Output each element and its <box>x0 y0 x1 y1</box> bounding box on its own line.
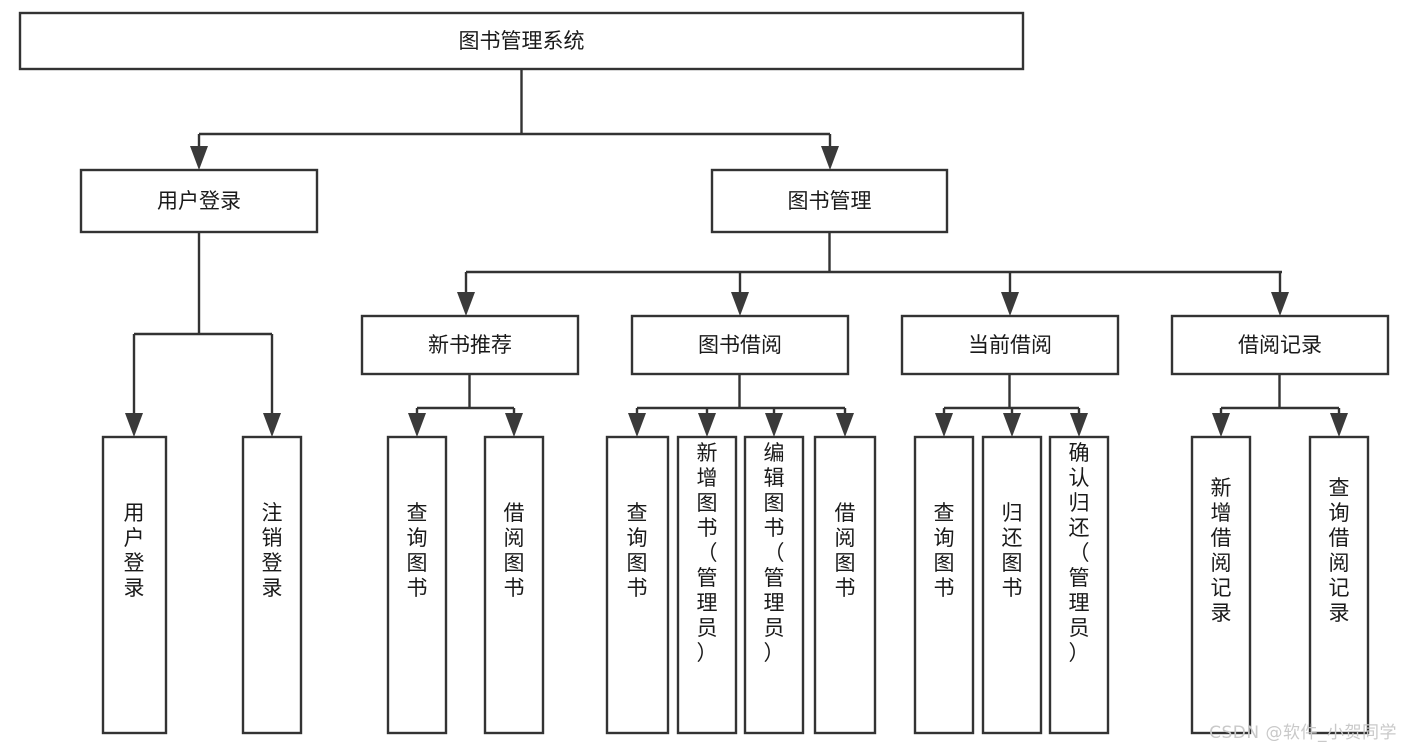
leaf-search-book-newbook[interactable]: 查询图书 <box>386 435 448 735</box>
leaf-add-borrow-record-label: 新增借阅记录 <box>1211 476 1232 625</box>
node-current-borrow[interactable]: 当前借阅 <box>900 314 1120 376</box>
leaf-logout-box[interactable] <box>241 435 303 735</box>
leaf-return-book-label: 归还图书 <box>1002 501 1023 600</box>
leaf-borrow-book-newbook[interactable]: 借阅图书 <box>483 435 545 735</box>
node-book-borrow[interactable]: 图书借阅 <box>630 314 850 376</box>
arrow-current-to-confirm <box>1070 413 1088 437</box>
node-borrow-record[interactable]: 借阅记录 <box>1170 314 1390 376</box>
connector-layer <box>125 69 1348 437</box>
arrow-borrow-to-add <box>698 413 716 437</box>
leaf-confirm-return-admin-label: 确认归还（管理员） <box>1069 441 1090 665</box>
node-new-book-recommend-box[interactable] <box>360 314 580 376</box>
node-user-login[interactable]: 用户登录 <box>79 168 319 234</box>
leaf-add-borrow-record[interactable]: 新增借阅记录 <box>1190 435 1252 735</box>
arrow-userlogin-to-logout <box>263 413 281 437</box>
leaf-query-borrow-record-box[interactable] <box>1308 435 1370 735</box>
leaf-search-book-newbook-box[interactable] <box>386 435 448 735</box>
leaf-user-login-box[interactable] <box>101 435 168 735</box>
node-user-login-label: 用户登录 <box>157 189 241 213</box>
leaf-search-book-borrow-box[interactable] <box>605 435 670 735</box>
leaf-search-book-current-label: 查询图书 <box>934 501 955 600</box>
arrow-root-to-user-login <box>190 146 208 170</box>
leaf-edit-book-admin-label: 编辑图书（管理员） <box>764 441 785 665</box>
node-book-borrow-box[interactable] <box>630 314 850 376</box>
leaf-borrow-book-borrow[interactable]: 借阅图书 <box>813 435 877 735</box>
node-book-management[interactable]: 图书管理 <box>710 168 949 234</box>
arrow-borrow-to-lend <box>836 413 854 437</box>
arrow-root-to-book-mgmt <box>821 146 839 170</box>
arrow-bookmgmt-to-borrow <box>731 292 749 316</box>
arrow-bookmgmt-to-record <box>1271 292 1289 316</box>
node-borrow-record-label: 借阅记录 <box>1238 333 1322 357</box>
node-current-borrow-label: 当前借阅 <box>968 333 1052 357</box>
leaf-confirm-return-admin-box[interactable] <box>1048 435 1110 735</box>
node-current-borrow-box[interactable] <box>900 314 1120 376</box>
leaf-search-book-current-box[interactable] <box>913 435 975 735</box>
leaf-logout-label: 注销登录 <box>262 501 283 600</box>
arrow-borrow-to-search <box>628 413 646 437</box>
node-root-system-label: 图书管理系统 <box>459 29 585 53</box>
leaf-search-book-newbook-label: 查询图书 <box>407 501 428 600</box>
arrow-current-to-search <box>935 413 953 437</box>
arrow-bookmgmt-to-current <box>1001 292 1019 316</box>
node-book-management-box[interactable] <box>710 168 949 234</box>
node-new-book-recommend-label: 新书推荐 <box>428 333 512 357</box>
node-borrow-record-box[interactable] <box>1170 314 1390 376</box>
arrow-newbook-to-search <box>408 413 426 437</box>
node-user-login-box[interactable] <box>79 168 319 234</box>
leaf-add-borrow-record-box[interactable] <box>1190 435 1252 735</box>
node-book-borrow-label: 图书借阅 <box>698 333 782 357</box>
leaf-edit-book-admin[interactable]: 编辑图书（管理员） <box>743 435 805 735</box>
leaf-add-book-admin-box[interactable] <box>676 435 738 735</box>
leaf-add-book-admin[interactable]: 新增图书（管理员） <box>676 435 738 735</box>
arrow-borrow-to-edit <box>765 413 783 437</box>
leaf-query-borrow-record[interactable]: 查询借阅记录 <box>1308 435 1370 735</box>
node-new-book-recommend[interactable]: 新书推荐 <box>360 314 580 376</box>
leaf-add-book-admin-label: 新增图书（管理员） <box>697 441 718 665</box>
leaf-search-book-borrow[interactable]: 查询图书 <box>605 435 670 735</box>
leaf-borrow-book-borrow-label: 借阅图书 <box>835 501 856 600</box>
arrow-bookmgmt-to-newbook <box>457 292 475 316</box>
arrow-record-to-add <box>1212 413 1230 437</box>
leaf-return-book-box[interactable] <box>981 435 1043 735</box>
leaf-query-borrow-record-label: 查询借阅记录 <box>1329 476 1350 625</box>
leaf-user-login-label: 用户登录 <box>124 501 145 600</box>
leaf-logout[interactable]: 注销登录 <box>241 435 303 735</box>
node-root-system[interactable]: 图书管理系统 <box>18 11 1025 71</box>
leaf-return-book[interactable]: 归还图书 <box>981 435 1043 735</box>
leaf-search-book-current[interactable]: 查询图书 <box>913 435 975 735</box>
leaf-borrow-book-newbook-box[interactable] <box>483 435 545 735</box>
node-root-system-box[interactable] <box>18 11 1025 71</box>
leaf-search-book-borrow-label: 查询图书 <box>627 501 648 600</box>
node-book-management-label: 图书管理 <box>788 189 872 213</box>
leaf-user-login[interactable]: 用户登录 <box>101 435 168 735</box>
leaf-edit-book-admin-box[interactable] <box>743 435 805 735</box>
leaf-confirm-return-admin[interactable]: 确认归还（管理员） <box>1048 435 1110 735</box>
leaf-borrow-book-borrow-box[interactable] <box>813 435 877 735</box>
arrow-userlogin-to-login <box>125 413 143 437</box>
arrow-record-to-query <box>1330 413 1348 437</box>
arrow-newbook-to-borrow <box>505 413 523 437</box>
arrow-current-to-return <box>1003 413 1021 437</box>
leaf-borrow-book-newbook-label: 借阅图书 <box>504 501 525 600</box>
